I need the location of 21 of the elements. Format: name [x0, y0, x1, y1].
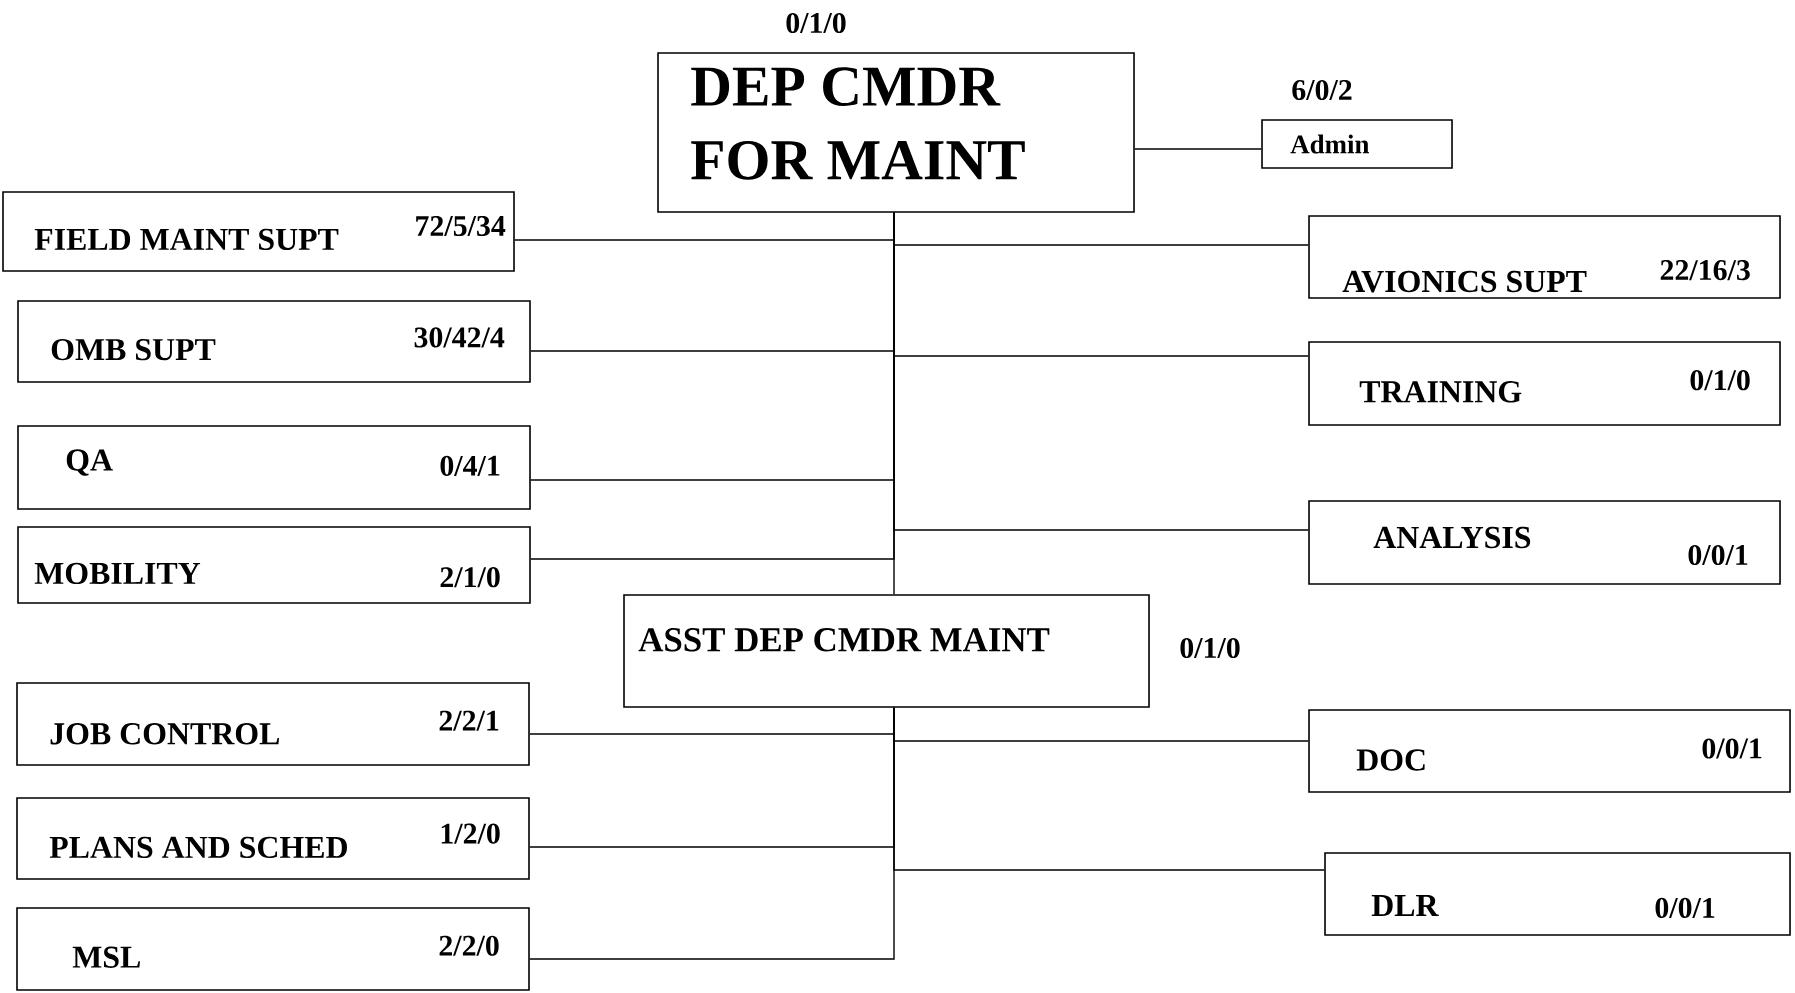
org-box: QA 0/4/1	[17, 425, 531, 510]
org-box: ASST DEP CMDR MAINT	[623, 594, 1150, 708]
count-label: 0/1/0	[786, 12, 846, 34]
org-box: AVIONICS SUPT 22/16/3	[1308, 215, 1781, 299]
org-box: FIELD MAINT SUPT 72/5/34	[2, 191, 515, 272]
org-box: MOBILITY 2/1/0	[17, 526, 531, 604]
connector-line	[1134, 148, 1262, 150]
org-box: PLANS AND SCHED 1/2/0	[16, 797, 530, 880]
org-box: ANALYSIS 0/0/1	[1308, 500, 1781, 585]
org-box: MSL 2/2/0	[16, 907, 530, 991]
org-box: OMB SUPT 30/42/4	[17, 300, 531, 383]
org-box: DLR 0/0/1	[1324, 852, 1791, 936]
org-box: Admin	[1261, 119, 1453, 169]
count-label: 0/1/0	[1180, 637, 1240, 659]
org-box: DOC 0/0/1	[1308, 709, 1791, 793]
org-box: TRAINING 0/1/0	[1308, 341, 1781, 426]
org-box: JOB CONTROL 2/2/1	[16, 682, 530, 766]
connector-line	[529, 707, 895, 960]
connector-line	[893, 212, 895, 595]
org-box: DEP CMDR FOR MAINT	[657, 52, 1135, 213]
count-label: 6/0/2	[1292, 79, 1352, 101]
